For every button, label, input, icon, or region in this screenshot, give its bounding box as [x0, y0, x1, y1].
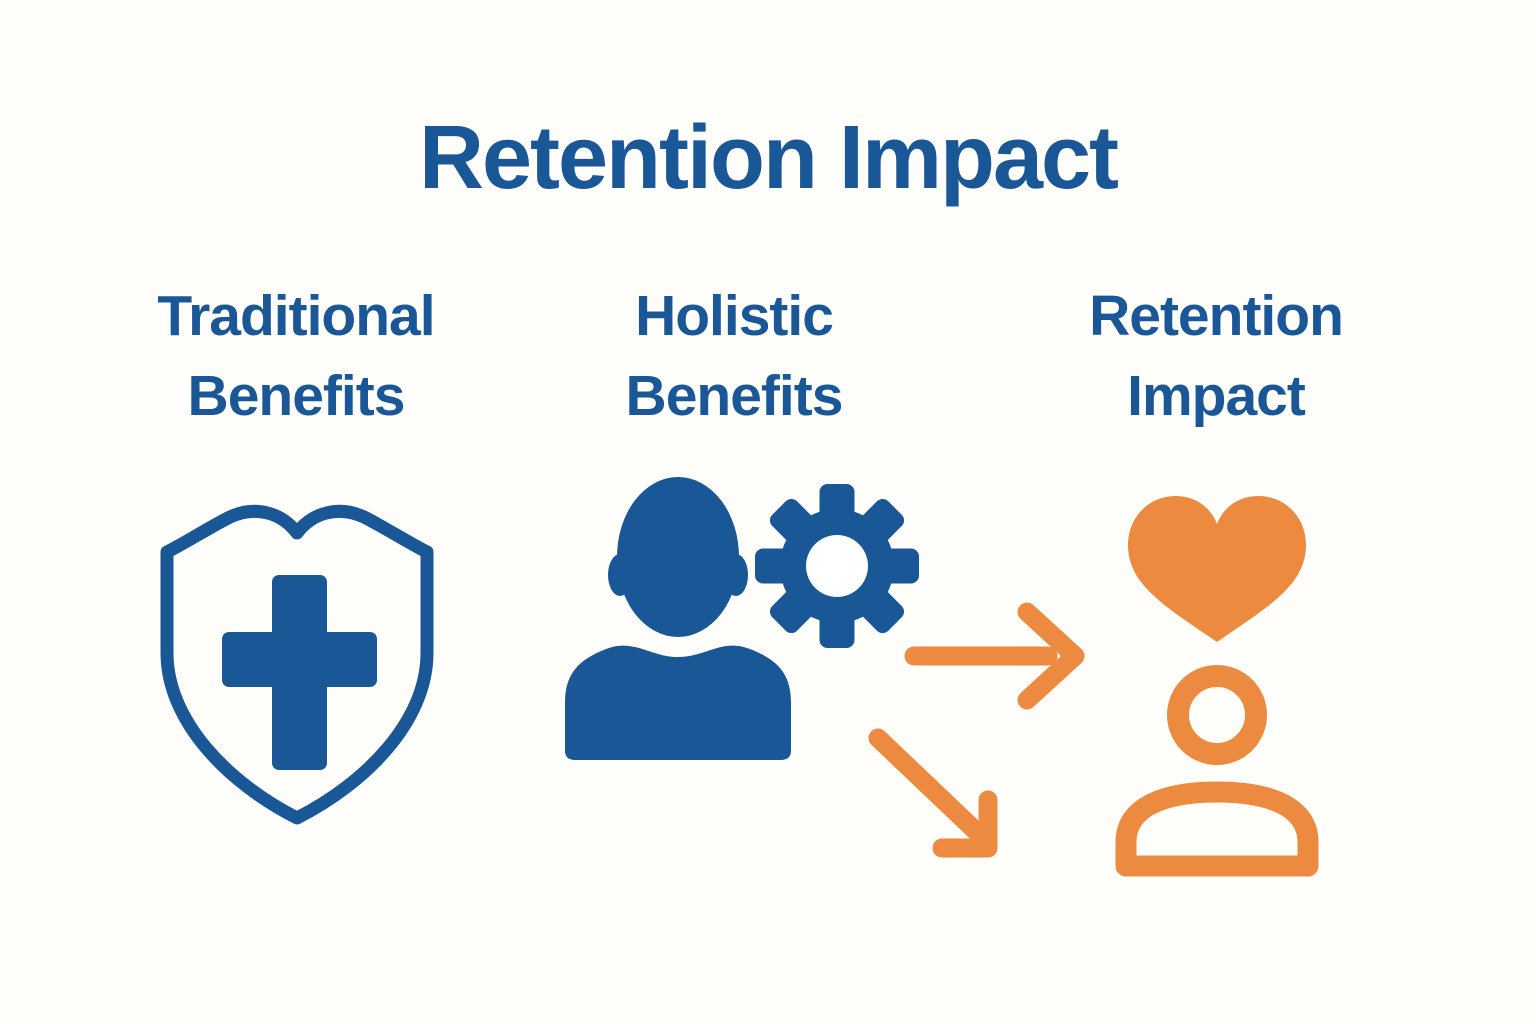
page-title: Retention Impact	[418, 108, 1119, 208]
arrow-right-icon	[904, 602, 1085, 710]
heading-line: Benefits	[187, 364, 406, 428]
gear-hole	[806, 535, 868, 597]
shield-outline	[160, 504, 434, 825]
heading-line: Traditional	[157, 284, 435, 348]
person-head	[617, 477, 739, 637]
heart-icon	[1128, 496, 1306, 642]
person-body-outline	[1115, 781, 1319, 877]
person-gear-icon	[565, 477, 919, 760]
heading-line: Impact	[1127, 364, 1306, 428]
arrow-head	[1017, 602, 1085, 710]
column-heading-retention-impact: Retention Impact	[966, 276, 1466, 436]
heading-line: Retention	[1089, 284, 1344, 348]
medical-shield-icon	[160, 504, 434, 825]
gear-icon	[755, 484, 919, 648]
arrow-down-right-icon	[868, 728, 998, 858]
heart-person-icon	[1115, 496, 1319, 877]
column-heading-traditional-benefits: Traditional Benefits	[46, 276, 546, 436]
arrow-head	[932, 790, 998, 858]
arrow-shaft	[868, 728, 992, 847]
cross-horizontal-bar	[222, 632, 377, 687]
column-heading-holistic-benefits: Holistic Benefits	[484, 276, 984, 436]
heading-line: Benefits	[625, 364, 844, 428]
person-torso	[565, 645, 791, 760]
heading-line: Holistic	[635, 284, 834, 348]
person-head-outline	[1167, 665, 1267, 765]
